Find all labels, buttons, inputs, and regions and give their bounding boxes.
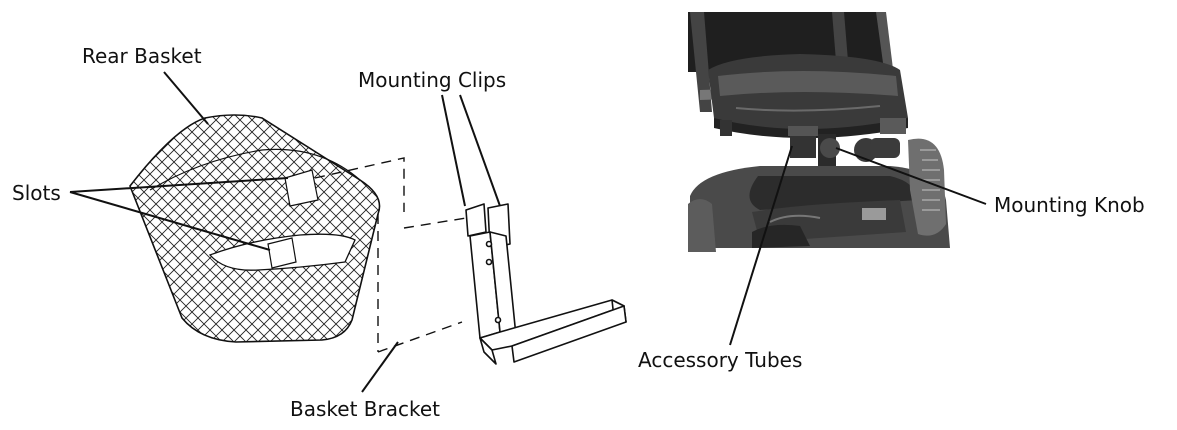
leader-lines-left: [69, 71, 501, 393]
mounting-clips-label: Mounting Clips: [358, 68, 506, 92]
wheel-left: [688, 199, 716, 252]
wheel-right: [908, 138, 946, 236]
basket-bracket-drawing: [465, 203, 627, 365]
scooter-photo: Mounting Knob Accessory Tubes: [638, 12, 1145, 372]
mounting-knob-label: Mounting Knob: [994, 193, 1145, 217]
seat-cushion: [708, 54, 908, 138]
slot-lower: [267, 237, 297, 269]
slots-label: Slots: [12, 181, 61, 205]
rear-basket-drawing: [129, 114, 381, 343]
basket-bracket-label: Basket Bracket: [290, 397, 440, 421]
accessory-tubes-label: Accessory Tubes: [638, 348, 802, 372]
rear-basket-label: Rear Basket: [82, 44, 202, 68]
basket-diagram: Rear Basket Mounting Clips Slots Basket …: [12, 44, 627, 421]
slot-upper: [284, 169, 319, 207]
side-parts: [870, 118, 906, 158]
alignment-dashes: [314, 157, 467, 353]
rear-shroud: [690, 166, 950, 248]
leader-lines-right: [729, 145, 987, 346]
